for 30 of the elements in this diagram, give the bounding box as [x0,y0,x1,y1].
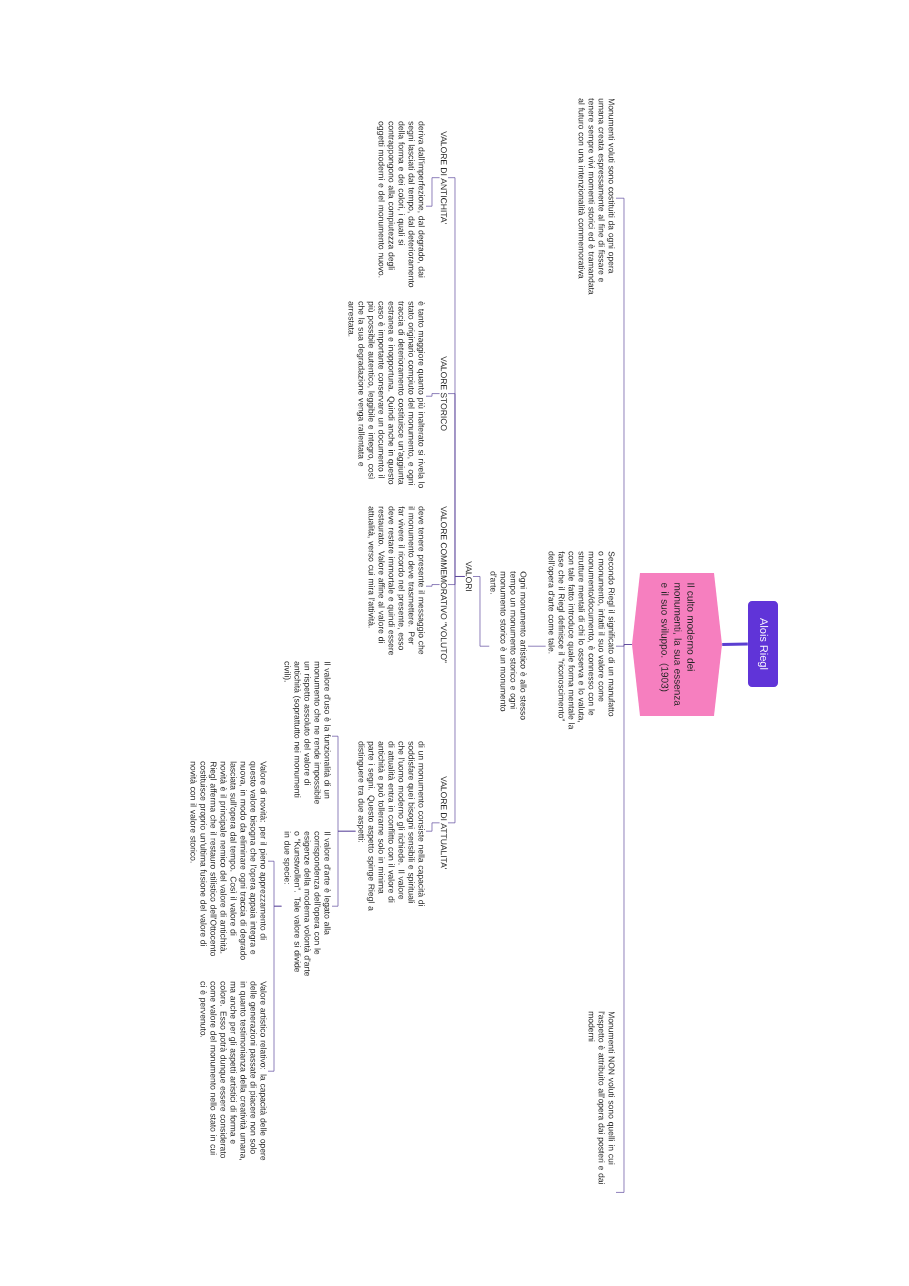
connector-line [527,645,547,647]
note-text: Monumenti NON voluti sono quelli in cui l'aspetto è attribuito all'opera dai posteri e dai moderni [588,1011,615,1184]
connector-line [331,830,356,907]
connector-line [425,822,440,832]
note-text: Valore di novità: per il pieno apprezzamento di questo valore bisogna che l'opera appaia integra e nuova, in modo da eliminare ogni traccia di degrado lasciata sull'opera dal tempo. Così il valore di novità è il principale nemico del valore di antichità. Riegl afferma che il restauro stilistico dell'Ottocento costituisce proprio un'ultima fusione del valore di novità con il valore storico. [190,761,267,960]
topic-box: Alois Riegl [748,601,778,687]
note-text: Monumenti voluti sono costituiti da ogni opera umana creata espressamente al fine di fissare e tenere sempre vivi momenti storici ed è tramandata al futuro con una intenzionalità commemorativa [578,98,615,295]
hexagon-box: Il culto moderno dei monumenti, la sua essenza e il suo sviluppo. (1903) [632,573,722,716]
connector-line [425,177,440,207]
connector-line [425,584,440,587]
note-text: deve tenere presente il messaggio che il monumento deve trasmettere. Per far vivere il ricordo nel presente, esso deve restare immortale e quindi essere restaurato. Valore affine al valore di attualità, verso cui mira l'attività. [367,506,425,656]
branch-title: VALORI [465,561,472,591]
branch-title: VALORE COMMEMORATIVO "VOLUTO" [440,506,447,663]
connector-line [722,642,748,647]
connector-line [267,905,282,1072]
branch-title: VALORE DI ATTUALITA' [440,776,447,870]
note-text: Valore artistico relativo: la capacità delle opere delle generazioni passate di piacere non solo in quanto testimonianza della creatività umana, ma anche per gli aspetti artistici di forma e colore. Esso potrà dunque essere considerato come valore del monumento nello stato in cui ci è pervenuto. [198,981,267,1161]
note-text: Secondo Riegl il significato di un manufatto o monumento, infatti il suo valore come monumento/documento, è connesso con le strutture mentali di chi lo osserva e lo valuta, con tale fatto introduce quale forma mentale la fase che il Riegl definisce il “riconoscimento” dell'opera d'arte come tale. [546,551,615,730]
note-text: Ogni monumento artistico è allo stesso tempo un monumento storico e ogni monumento storico è un monumento d'arte. [490,571,527,720]
connector-line [472,576,490,647]
connector-line [615,644,633,1193]
connector-line [447,576,465,824]
branch-title: VALORE DI ANTICHITA' [440,131,447,224]
note-text: Il valore d'uso è la funzionalità di un monumento che ne rende impossibile un rispetto assoluto del valore di antichità (soprattutto nei monumenti civili). [282,661,331,804]
connector-line [425,393,440,397]
note-text: è tanto maggiore quanto più inalterato si rivela lo stato originario compiuto del monumento, e ogni traccia di deterioramento costituisce un'aggiunta estranea e inopportuna. Quindi anche in questo caso è importante conservare un documento il più possibile autentico, leggibile e integro, così che la sua degradazione venga rallentata e arrestata. [348,301,425,488]
note-text: Il valore d'arte è legato alla corrispondenza dell'opera con le esigenze della moderna volontà d'arte o “Kunstwollen”. Tale valore si divide in due specie: [282,831,331,977]
branch-title: VALORE STORICO [440,356,447,431]
note-text: di un monumento consiste nella capacità di soddisfare quei bisogni sensibili e spirituali che l'uomo moderno gli richiede. Il valore di attualità entra in conflitto con il valore di antichità e può tollerarne solo in minima parte i segni. Questo aspetto spinge Riegl a distinguere tra due aspetti: [356,741,425,911]
note-text: deriva dall'imperfezione, dal degrado, dai segni lasciati dal tempo, dal deterioramento della forma e dei colori, i quali si contrappongono alla compiutezza degli oggetti moderni e del monumento nuovo. [376,121,425,288]
